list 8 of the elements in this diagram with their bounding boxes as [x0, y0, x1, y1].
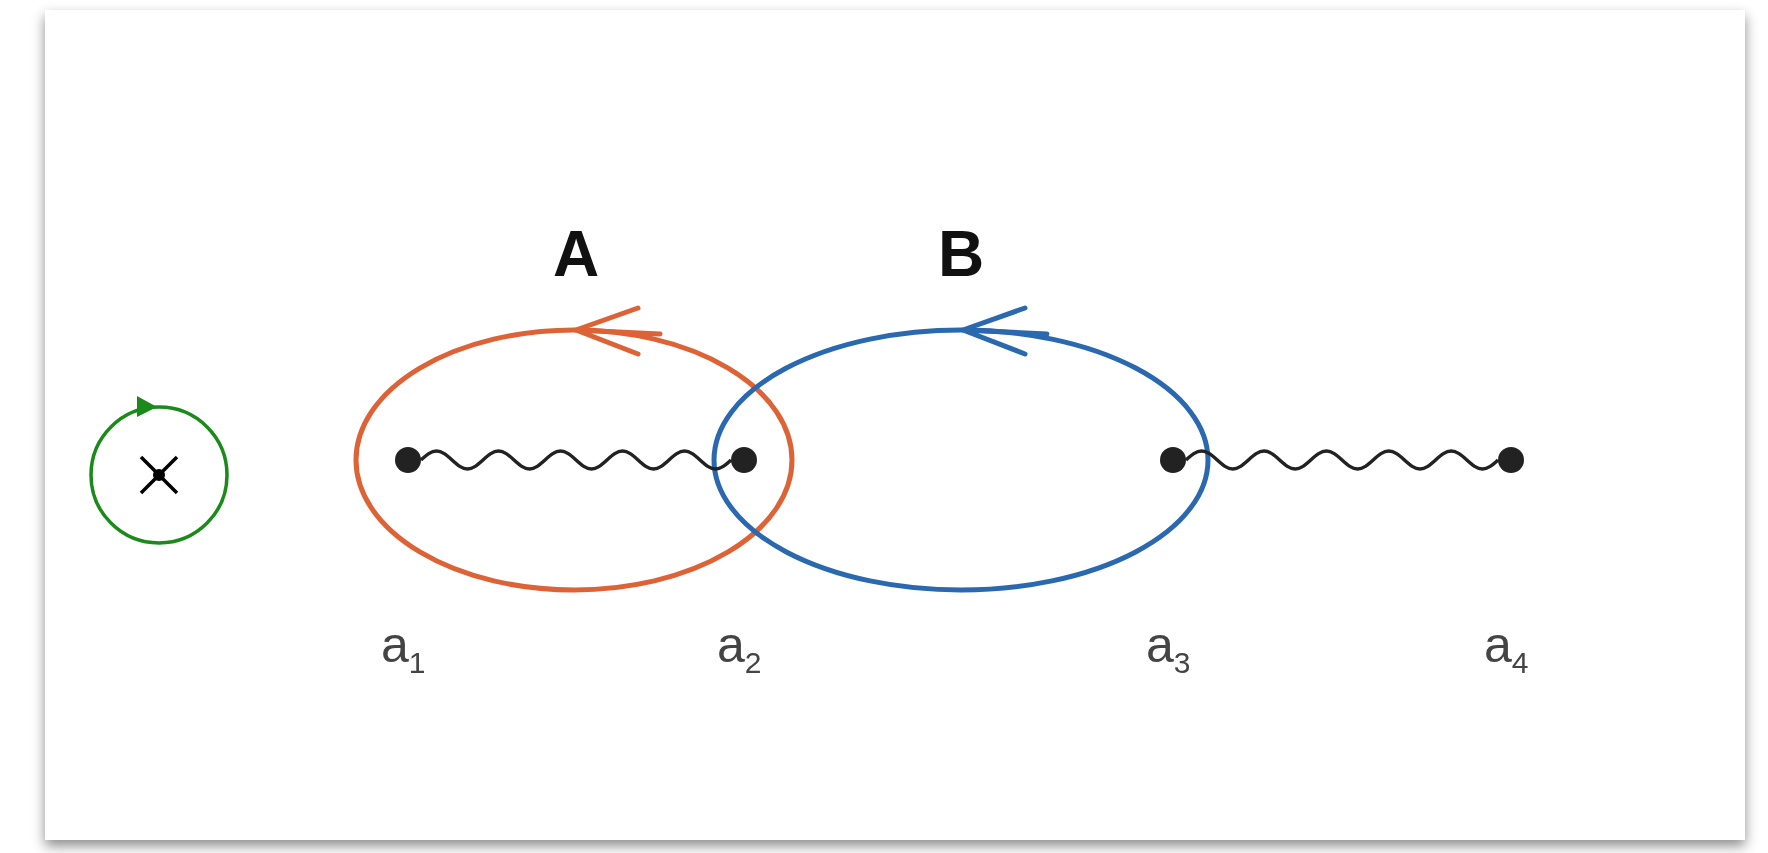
- point-label: a$_{4}$: [1484, 620, 1529, 678]
- point-label: a$_{3}$: [1146, 620, 1191, 678]
- point-label: a$_{2}$: [717, 620, 762, 678]
- loop-label: B: [938, 222, 985, 286]
- wavy-line: [419, 449, 733, 471]
- point-label: a$_{1}$: [381, 620, 426, 678]
- wavy-line: [1184, 449, 1500, 471]
- loop-label: A: [553, 222, 600, 286]
